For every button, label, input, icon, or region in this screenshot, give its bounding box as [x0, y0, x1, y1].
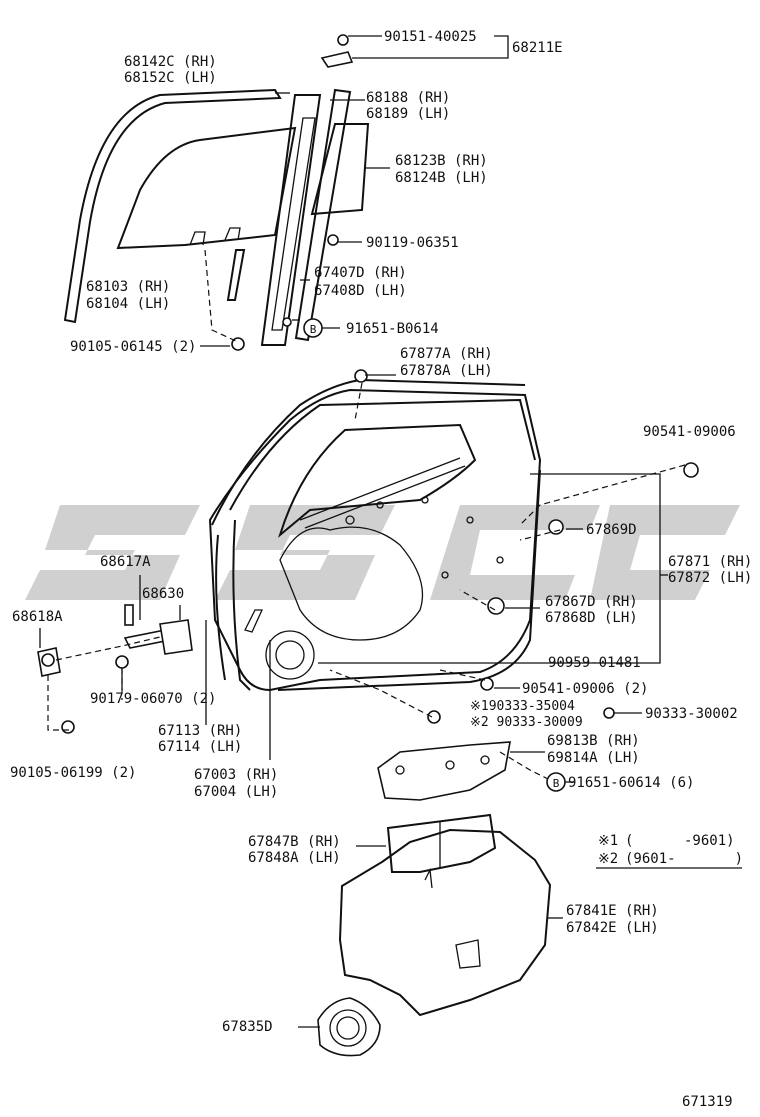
label-68142c: 68142C (RH): [124, 54, 217, 70]
label-67847b: 67847B (RH): [248, 834, 341, 850]
label-90541-09006: 90541-09006: [643, 424, 736, 440]
label-67408d: 67408D (LH): [314, 283, 407, 299]
figure-number: 671319: [682, 1094, 733, 1110]
hinge-assembly: [37, 647, 61, 677]
door-weatherstrip-outer: [211, 378, 526, 681]
label-90959-01481: 90959-01481: [548, 655, 641, 671]
label-90333-35004: ※190333-35004: [470, 699, 575, 714]
label-68124b: 68124B (LH): [395, 170, 488, 186]
label-67835d: 67835D: [222, 1019, 273, 1035]
label-91651-b0614: 91651-B0614: [346, 321, 439, 337]
door-lock-reinforcement: [377, 741, 511, 801]
label-68123b: 68123B (RH): [395, 153, 488, 169]
door-weatherstrip: [229, 398, 541, 691]
window-division-bar: [226, 249, 246, 301]
label-67878a: 67878A (LH): [400, 363, 493, 379]
footnote-text-2: (9601- ): [625, 851, 743, 867]
footnote-text-1: ( -9601): [625, 833, 735, 849]
label-67841e: 67841E (RH): [566, 903, 659, 919]
label-68103: 68103 (RH): [86, 279, 170, 295]
footnote-mark-1: ※1: [598, 833, 618, 849]
label-90179-06070: 90179-06070 (2): [90, 691, 216, 707]
center-frame-channel: [260, 88, 352, 346]
b-marker-1: B: [303, 318, 323, 338]
speaker-grille: [317, 997, 381, 1057]
label-68104: 68104 (LH): [86, 296, 170, 312]
svg-text:B: B: [553, 777, 560, 790]
label-90105-06145: 90105-06145 (2): [70, 339, 196, 355]
label-68152c: 68152C (LH): [124, 70, 217, 86]
label-67113: 67113 (RH): [158, 723, 242, 739]
label-90333-30009: ※2 90333-30009: [470, 715, 583, 730]
label-90105-06199: 90105-06199 (2): [10, 765, 136, 781]
label-69813b: 69813B (RH): [547, 733, 640, 749]
label-67877a: 67877A (RH): [400, 346, 493, 362]
door-trim-board: [338, 828, 552, 1017]
footnote-mark-2: ※2: [598, 851, 618, 867]
label-91651-60614: 91651-60614 (6): [568, 775, 694, 791]
door-panel: [208, 388, 542, 692]
label-68630: 68630: [142, 586, 184, 602]
label-68189: 68189 (LH): [366, 106, 450, 122]
label-68188: 68188 (RH): [366, 90, 450, 106]
label-67842e: 67842E (LH): [566, 920, 659, 936]
label-67114: 67114 (LH): [158, 739, 242, 755]
label-68618a: 68618A: [12, 609, 63, 625]
label-67868d: 67868D (LH): [545, 610, 638, 626]
label-67004: 67004 (LH): [194, 784, 278, 800]
watermark-logo: [25, 505, 740, 600]
part-labels: 90151-40025 68211E 68142C (RH) 68152C (L…: [10, 29, 752, 1035]
door-check: [123, 604, 193, 655]
footnote: ※1 ( -9601) ※2 (9601- ): [596, 833, 743, 869]
label-67003: 67003 (RH): [194, 767, 278, 783]
inner-trim-panel: [386, 813, 497, 873]
label-67869d: 67869D: [586, 522, 637, 538]
door-glass: [116, 126, 297, 250]
label-68617a: 68617A: [100, 554, 151, 570]
label-67407d: 67407D (RH): [314, 265, 407, 281]
label-67848a: 67848A (LH): [248, 850, 341, 866]
label-90333-30002: 90333-30002: [645, 706, 738, 722]
hinge-bracket-top: [320, 34, 354, 68]
label-90151-40025: 90151-40025: [384, 29, 477, 45]
label-67872: 67872 (LH): [668, 570, 752, 586]
quarter-glass: [310, 123, 370, 216]
label-90541-09006-2: 90541-09006 (2): [522, 681, 648, 697]
label-69814a: 69814A (LH): [547, 750, 640, 766]
b-marker-2: B: [546, 772, 566, 792]
label-90119-06351: 90119-06351: [366, 235, 459, 251]
label-67871: 67871 (RH): [668, 554, 752, 570]
label-68211e: 68211E: [512, 40, 563, 56]
svg-text:B: B: [310, 323, 317, 336]
label-67867d: 67867D (RH): [545, 594, 638, 610]
glass-run-channel: [63, 88, 282, 324]
